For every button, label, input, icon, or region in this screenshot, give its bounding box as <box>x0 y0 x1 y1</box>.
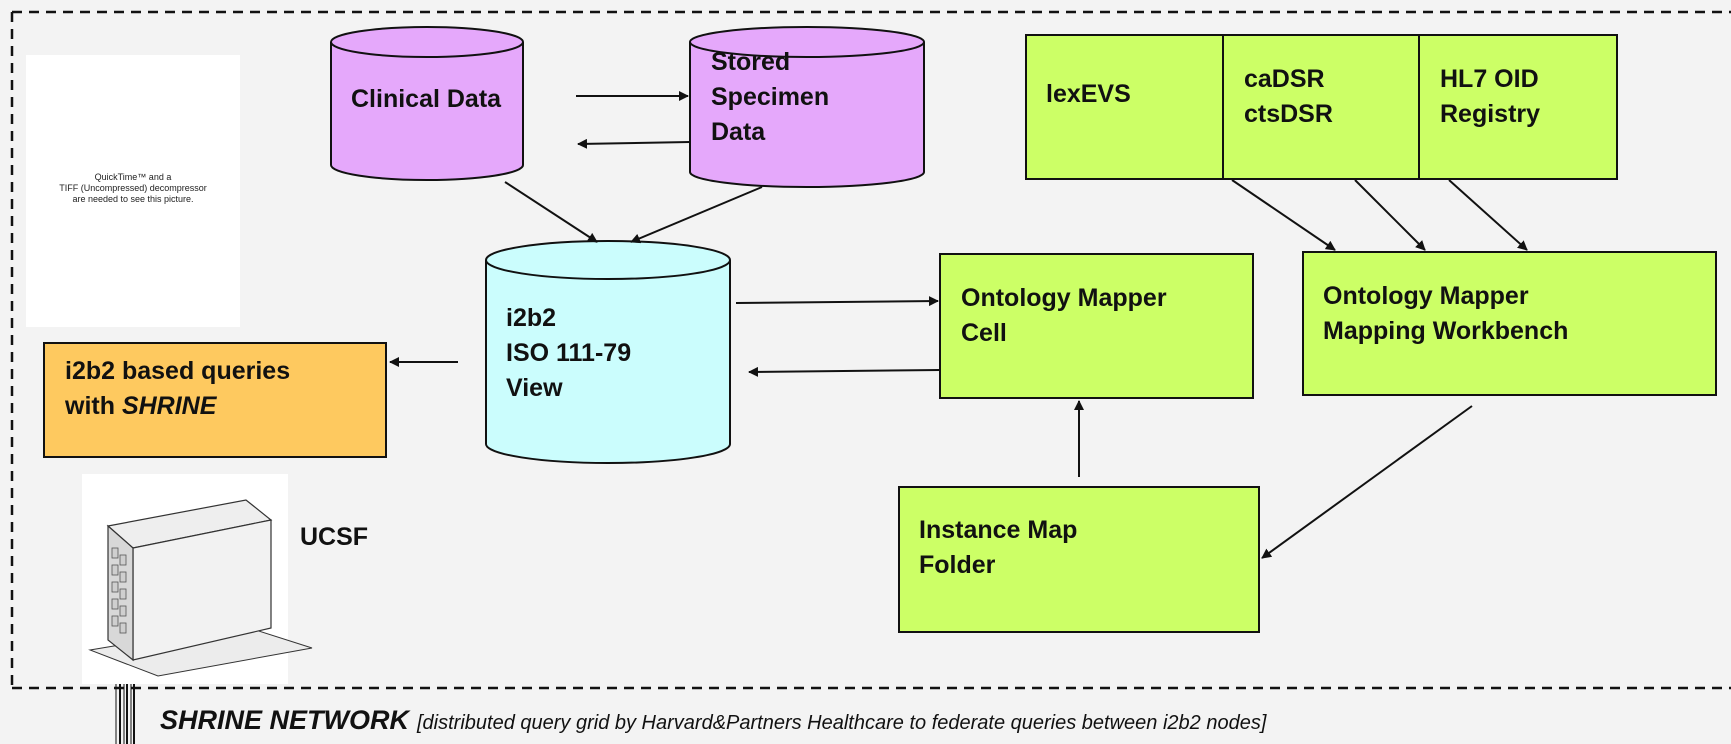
network-caption: SHRINE NETWORK[distributed query grid by… <box>160 705 1267 735</box>
stored-specimen-label-3: Data <box>711 118 766 146</box>
stored-specimen-label-2: Specimen <box>711 83 829 111</box>
arrow-specimen-to-clinical <box>577 138 691 149</box>
i2b2-view-cylinder: i2b2 ISO 111-79 View <box>485 240 731 464</box>
network-title: SHRINE NETWORK <box>160 705 412 735</box>
quicktime-line-1: QuickTime™ and a <box>95 172 172 182</box>
shrine-queries-prefix: with <box>64 392 122 420</box>
i2b2-view-label-1: i2b2 <box>506 304 556 332</box>
clinical-data-label: Clinical Data <box>351 85 502 113</box>
quicktime-line-2: TIFF (Uncompressed) decompressor <box>59 183 207 193</box>
instance-map-label-2: Folder <box>919 551 996 579</box>
mapping-workbench-box: Ontology Mapper Mapping Workbench <box>1302 251 1717 396</box>
arrow-cadsr-to-workbench <box>1354 179 1426 251</box>
node-boundary <box>10 10 1731 690</box>
arrow-clinical-to-i2b2 <box>504 181 598 243</box>
instance-map-folder-box: Instance Map Folder <box>898 486 1260 633</box>
i2b2-view-label-3: View <box>506 374 563 402</box>
network-subtitle: [distributed query grid by Harvard&Partn… <box>416 712 1267 734</box>
ontology-mapper-cell-box: Ontology Mapper Cell <box>939 253 1254 399</box>
workbench-label-2: Mapping Workbench <box>1323 317 1568 345</box>
cadsr-label-2: ctsDSR <box>1244 100 1333 128</box>
lexevs-label: lexEVS <box>1046 80 1131 108</box>
ucsf-server-icon <box>82 474 313 744</box>
shrine-queries-box: i2b2 based queries with SHRINE <box>43 342 387 458</box>
quicktime-placeholder: QuickTime™ and a TIFF (Uncompressed) dec… <box>26 55 240 327</box>
arrow-specimen-to-i2b2 <box>630 186 763 244</box>
instance-map-label-1: Instance Map <box>919 516 1077 544</box>
hl7-label-1: HL7 OID <box>1440 65 1539 93</box>
i2b2-view-label-2: ISO 111-79 <box>506 339 631 367</box>
stored-specimen-label-1: Stored <box>711 48 790 76</box>
ontology-cell-label-2: Cell <box>961 319 1007 347</box>
connectors <box>389 91 1528 559</box>
shrine-queries-emphasis: SHRINE <box>122 392 218 420</box>
cadsr-label-1: caDSR <box>1244 65 1325 93</box>
shrine-queries-label-1: i2b2 based queries <box>65 357 290 385</box>
arrow-hl7-to-workbench <box>1448 179 1528 251</box>
ucsf-label: UCSF <box>300 523 368 551</box>
shrine-queries-label-2: with SHRINE <box>64 392 218 420</box>
hl7-label-2: Registry <box>1440 100 1540 128</box>
arrow-ontology-cell-to-i2b2 <box>748 366 941 377</box>
arrow-lexevs-to-workbench <box>1231 179 1336 251</box>
clinical-data-cylinder: Clinical Data <box>330 26 524 181</box>
workbench-label-1: Ontology Mapper <box>1323 282 1529 310</box>
ontology-cell-label-1: Ontology Mapper <box>961 284 1167 312</box>
arrow-i2b2-to-ontology-cell <box>735 296 939 307</box>
stored-specimen-cylinder: Stored Specimen Data <box>689 26 925 188</box>
terminology-services-box: lexEVS caDSR ctsDSR HL7 OID Registry <box>1025 34 1618 180</box>
arrow-workbench-to-instance-map <box>1261 405 1473 559</box>
quicktime-line-3: are needed to see this picture. <box>72 194 193 204</box>
